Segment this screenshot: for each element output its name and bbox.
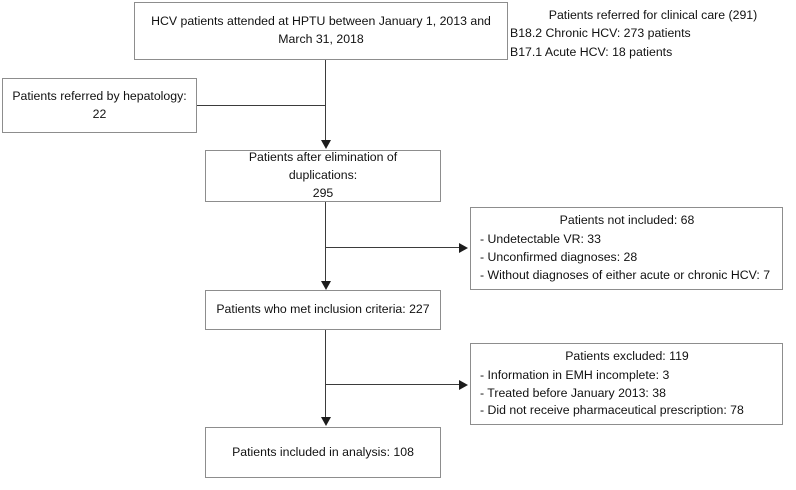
excluded-item-0: - Information in EMH incomplete: 3 bbox=[480, 367, 670, 382]
hepatology-referrals-line1: Patients referred by hepatology: bbox=[12, 88, 187, 103]
after-duplications-line2: 295 bbox=[312, 185, 334, 200]
box-hepatology-referrals: Patients referred by hepatology: 22 bbox=[2, 78, 197, 133]
box-excluded: Patients excluded: 119 - Information in … bbox=[470, 343, 783, 425]
clinical-care-header: Patients referred for clinical care (291… bbox=[548, 8, 758, 22]
inclusion-criteria-line1: Patients who met inclusion criteria: 227 bbox=[216, 302, 430, 317]
not-included-header: Patients not included: 68 bbox=[559, 213, 695, 228]
connector-hepatology-to-spine bbox=[197, 105, 326, 106]
excluded-header: Patients excluded: 119 bbox=[565, 348, 689, 363]
box-included-in-analysis: Patients included in analysis: 108 bbox=[205, 427, 441, 478]
connector-inclusion-to-analysis bbox=[325, 330, 326, 420]
not-included-item-0: - Undetectable VR: 33 bbox=[480, 232, 601, 247]
not-included-item-2: - Without diagnoses of either acute or c… bbox=[480, 267, 771, 282]
box-source-population: HCV patients attended at HPTU between Ja… bbox=[134, 2, 508, 60]
arrowhead-to-analysis bbox=[321, 417, 331, 426]
excluded-item-1: - Treated before January 2013: 38 bbox=[480, 385, 666, 400]
included-in-analysis-line1: Patients included in analysis: 108 bbox=[232, 444, 414, 459]
box-after-duplications: Patients after elimination of duplicatio… bbox=[205, 150, 441, 202]
excluded-item-2: - Did not receive pharmaceutical prescri… bbox=[480, 403, 744, 418]
connector-source-to-duplications bbox=[325, 60, 326, 145]
source-population-line2: March 31, 2018 bbox=[278, 32, 364, 46]
arrowhead-to-duplications bbox=[321, 140, 331, 149]
hepatology-referrals-line2: 22 bbox=[92, 106, 107, 121]
connector-duplications-to-inclusion bbox=[325, 202, 326, 288]
box-not-included: Patients not included: 68 - Undetectable… bbox=[470, 207, 783, 290]
clinical-care-item-1: B17.1 Acute HCV: 18 patients bbox=[510, 44, 673, 59]
arrowhead-to-inclusion bbox=[321, 281, 331, 290]
connector-spine-to-not-included bbox=[325, 247, 461, 248]
connector-spine-to-excluded bbox=[325, 384, 461, 385]
box-inclusion-criteria: Patients who met inclusion criteria: 227 bbox=[205, 290, 441, 330]
arrowhead-to-excluded bbox=[459, 380, 468, 390]
not-included-item-1: - Unconfirmed diagnoses: 28 bbox=[480, 250, 638, 264]
after-duplications-line1: Patients after elimination of duplicatio… bbox=[248, 150, 398, 183]
note-clinical-care: Patients referred for clinical care (291… bbox=[510, 6, 796, 61]
clinical-care-item-0: B18.2 Chronic HCV: 273 patients bbox=[510, 26, 691, 41]
source-population-line1: HCV patients attended at HPTU between Ja… bbox=[151, 14, 491, 29]
arrowhead-to-not-included bbox=[459, 243, 468, 253]
